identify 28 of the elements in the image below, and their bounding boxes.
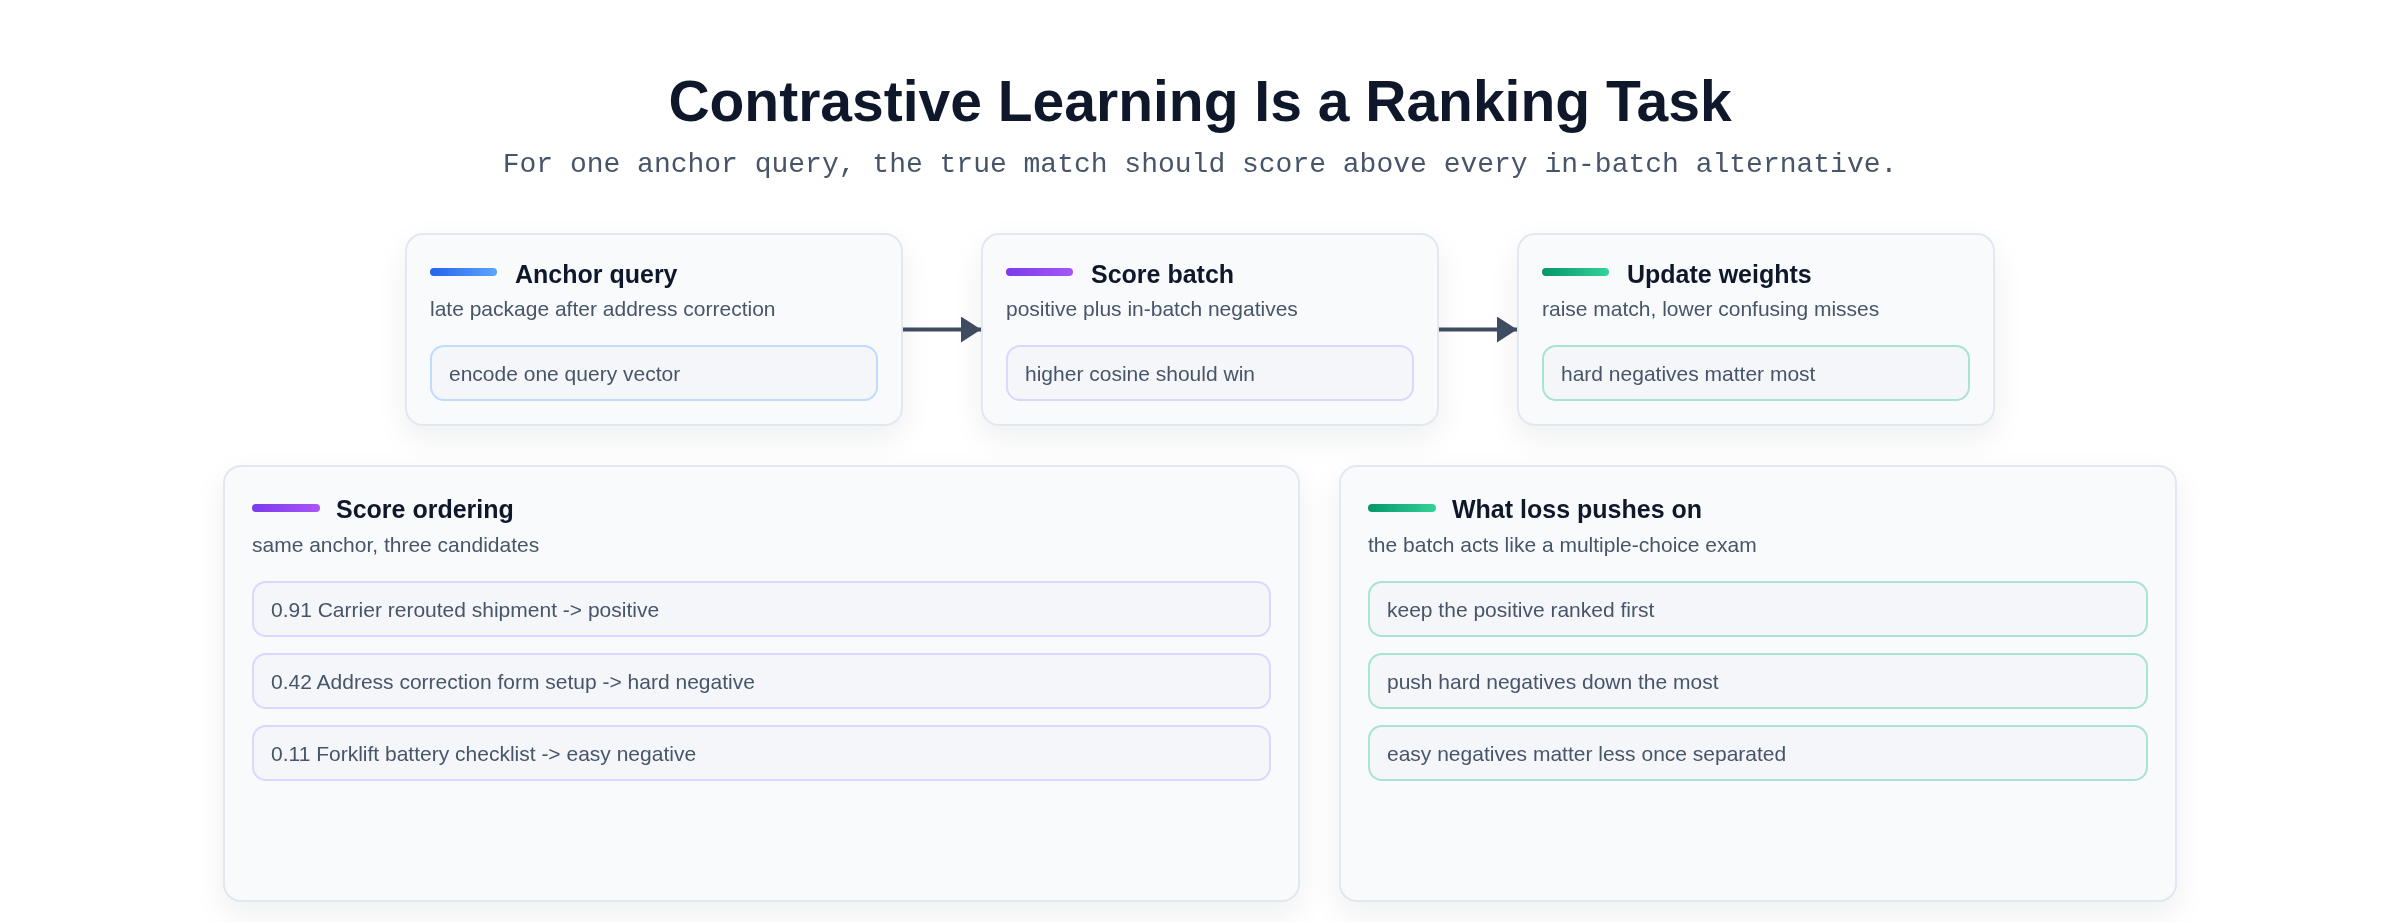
candidate-row: 0.91 Carrier rerouted shipment -> positive bbox=[252, 581, 1271, 637]
card-title: Update weights bbox=[1627, 259, 1812, 289]
effect-row: easy negatives matter less once separated bbox=[1368, 725, 2148, 781]
arrow bbox=[903, 316, 981, 343]
card-title: What loss pushes on bbox=[1452, 494, 1703, 524]
candidate-row: 0.42 Address correction form setup -> hard negative bbox=[252, 653, 1271, 709]
card-subtitle: late package after address correction bbox=[430, 296, 776, 321]
note-box: encode one query vector bbox=[430, 345, 878, 401]
card-title: Score ordering bbox=[336, 494, 514, 524]
card-title: Score batch bbox=[1091, 259, 1235, 289]
subtitle: For one anchor query, the true match should score above every in-batch alternative. bbox=[502, 149, 1898, 181]
card-title: Anchor query bbox=[515, 259, 678, 289]
card-subtitle: raise match, lower confusing misses bbox=[1542, 296, 1880, 321]
note-box: higher cosine should win bbox=[1006, 345, 1414, 401]
step-card bbox=[981, 233, 1439, 426]
card-subtitle: same anchor, three candidates bbox=[252, 532, 540, 557]
step-card bbox=[405, 233, 903, 426]
diagram-title: Contrastive Learning Is a Ranking Task bbox=[668, 68, 1732, 134]
panel-card bbox=[223, 465, 1300, 902]
effect-row: keep the positive ranked first bbox=[1368, 581, 2148, 637]
effect-row: push hard negatives down the most bbox=[1368, 653, 2148, 709]
panel-card bbox=[1339, 465, 2177, 902]
card-subtitle: the batch acts like a multiple-choice exam bbox=[1368, 532, 1757, 557]
candidate-row: 0.11 Forklift battery checklist -> easy negative bbox=[252, 725, 1271, 781]
card-subtitle: positive plus in-batch negatives bbox=[1006, 296, 1298, 321]
step-card bbox=[1517, 233, 1995, 426]
note-box: hard negatives matter most bbox=[1542, 345, 1970, 401]
arrow bbox=[1439, 316, 1517, 343]
